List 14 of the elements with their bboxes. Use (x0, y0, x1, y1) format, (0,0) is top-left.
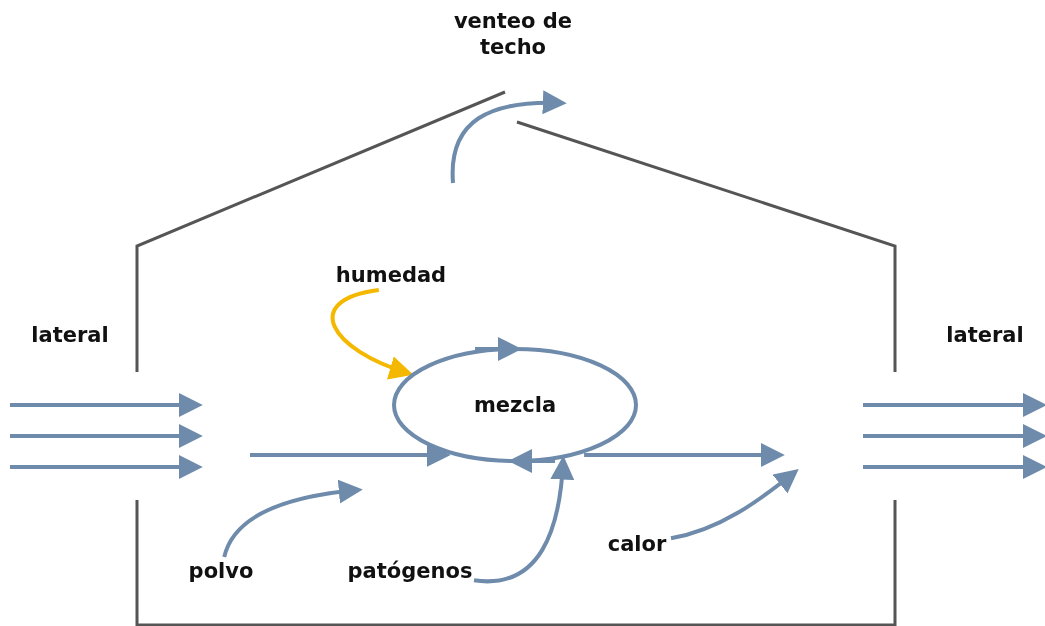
arrow (222, 480, 363, 558)
factor-label: humedad (335, 260, 447, 290)
area-label: lateral (945, 322, 1025, 348)
arrow (473, 455, 574, 584)
area-label: venteo de techo (452, 8, 574, 60)
arrow (584, 443, 785, 467)
factor-label: patógenos (346, 557, 474, 585)
arrow (670, 469, 799, 541)
arrow (250, 443, 451, 467)
node-label: mezcla (473, 392, 557, 418)
factor-label: polvo (186, 557, 256, 585)
arrow (330, 288, 414, 379)
area-label: lateral (30, 322, 110, 348)
factor-label: calor (603, 530, 671, 558)
